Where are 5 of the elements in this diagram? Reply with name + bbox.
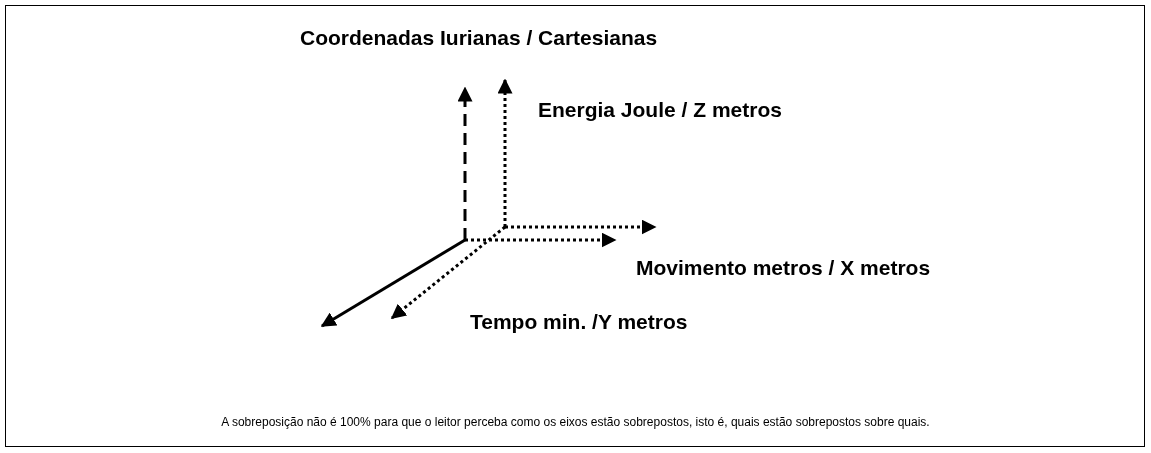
axis-label: Energia Joule / Z metros bbox=[538, 98, 782, 122]
axis-label: Tempo min. /Y metros bbox=[470, 310, 688, 334]
axis-label: Movimento metros / X metros bbox=[636, 256, 931, 280]
caption: A sobreposição não é 100% para que o leitor perceba como os eixos estão sobrepostos, isto é, quais estão sobrepostos sobre quais. bbox=[220, 415, 931, 429]
diagram-title: Coordenadas Iurianas / Cartesianas bbox=[300, 26, 658, 50]
